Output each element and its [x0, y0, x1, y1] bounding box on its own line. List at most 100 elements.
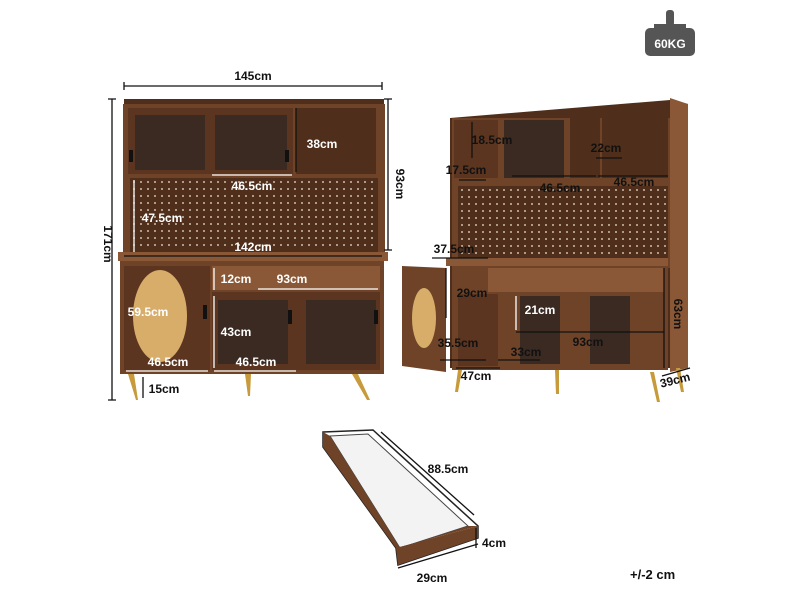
- pegboard-hole: [182, 181, 184, 183]
- pegboard-hole: [273, 181, 275, 183]
- side-open-shelf-gap: 22cm: [591, 141, 622, 155]
- pegboard-hole: [643, 231, 645, 233]
- pegboard-hole: [580, 245, 582, 247]
- pegboard-hole: [189, 181, 191, 183]
- pegboard-hole: [496, 189, 498, 191]
- pegboard-hole: [147, 195, 149, 197]
- pegboard-hole: [475, 196, 477, 198]
- pegboard-hole: [531, 238, 533, 240]
- pegboard-hole: [301, 181, 303, 183]
- pegboard-hole: [336, 216, 338, 218]
- pegboard-hole: [294, 237, 296, 239]
- pegboard-hole: [231, 188, 233, 190]
- pegboard-hole: [259, 244, 261, 246]
- pegboard-hole: [203, 188, 205, 190]
- pegboard-hole: [238, 244, 240, 246]
- pegboard-hole: [664, 224, 666, 226]
- pegboard-hole: [280, 223, 282, 225]
- pegboard-hole: [510, 238, 512, 240]
- pegboard-hole: [245, 216, 247, 218]
- pegboard-hole: [147, 188, 149, 190]
- pegboard-hole: [510, 217, 512, 219]
- pegboard-hole: [475, 210, 477, 212]
- pegboard-hole: [315, 230, 317, 232]
- pegboard-hole: [587, 203, 589, 205]
- pegboard-hole: [573, 203, 575, 205]
- pegboard-hole: [231, 230, 233, 232]
- pegboard-hole: [545, 217, 547, 219]
- pegboard-hole: [224, 244, 226, 246]
- pegboard-hole: [301, 216, 303, 218]
- pegboard-hole: [573, 231, 575, 233]
- pegboard-hole: [496, 224, 498, 226]
- pegboard-hole: [280, 230, 282, 232]
- pegboard-hole: [482, 245, 484, 247]
- pegboard-hole: [629, 231, 631, 233]
- pegboard-hole: [657, 217, 659, 219]
- pegboard-hole: [336, 195, 338, 197]
- pegboard-hole: [224, 195, 226, 197]
- pegboard-hole: [329, 188, 331, 190]
- pegboard-hole: [545, 196, 547, 198]
- pegboard-hole: [154, 230, 156, 232]
- pegboard-hole: [168, 188, 170, 190]
- pegboard-hole: [636, 189, 638, 191]
- front-side-door-height: 59.5cm: [128, 305, 169, 319]
- pegboard-hole: [608, 189, 610, 191]
- pegboard-hole: [489, 252, 491, 254]
- pegboard-hole: [601, 217, 603, 219]
- pegboard-hole: [475, 238, 477, 240]
- pegboard-hole: [329, 237, 331, 239]
- pegboard-hole: [210, 209, 212, 211]
- pegboard-hole: [594, 210, 596, 212]
- pegboard-hole: [559, 196, 561, 198]
- pegboard-hole: [650, 231, 652, 233]
- pegboard-hole: [336, 188, 338, 190]
- pegboard-hole: [161, 216, 163, 218]
- pegboard-hole: [364, 230, 366, 232]
- pegboard-hole: [294, 202, 296, 204]
- pegboard-hole: [482, 231, 484, 233]
- pegboard-hole: [245, 188, 247, 190]
- pegboard-hole: [496, 217, 498, 219]
- pegboard-hole: [301, 230, 303, 232]
- pegboard-hole: [545, 231, 547, 233]
- pegboard-hole: [140, 209, 142, 211]
- pegboard-hole: [259, 223, 261, 225]
- pegboard-hole: [503, 203, 505, 205]
- pegboard-hole: [580, 238, 582, 240]
- pegboard-hole: [503, 224, 505, 226]
- pegboard-hole: [552, 196, 554, 198]
- pegboard-hole: [196, 223, 198, 225]
- pegboard-hole: [280, 202, 282, 204]
- pegboard-hole: [517, 217, 519, 219]
- pegboard-hole: [280, 209, 282, 211]
- pegboard-hole: [154, 195, 156, 197]
- pegboard-hole: [559, 203, 561, 205]
- pegboard-hole: [287, 209, 289, 211]
- pegboard-hole: [468, 210, 470, 212]
- pegboard-hole: [175, 230, 177, 232]
- pegboard-hole: [601, 203, 603, 205]
- pegboard-hole: [580, 217, 582, 219]
- pegboard-hole: [315, 209, 317, 211]
- pegboard-hole: [517, 224, 519, 226]
- pegboard-hole: [161, 188, 163, 190]
- front-drawer-height: 12cm: [221, 272, 252, 286]
- pegboard-hole: [168, 244, 170, 246]
- side-door-shelf-depth: 35.5cm: [438, 336, 479, 350]
- pegboard-hole: [657, 231, 659, 233]
- pegboard-hole: [608, 245, 610, 247]
- pegboard-hole: [489, 224, 491, 226]
- pegboard-hole: [517, 231, 519, 233]
- pegboard-hole: [594, 217, 596, 219]
- pegboard-hole: [182, 209, 184, 211]
- pegboard-hole: [489, 210, 491, 212]
- pegboard-hole: [175, 223, 177, 225]
- pegboard-hole: [224, 230, 226, 232]
- pegboard-hole: [329, 209, 331, 211]
- pegboard-hole: [308, 244, 310, 246]
- pegboard-hole: [336, 230, 338, 232]
- pegboard-hole: [489, 203, 491, 205]
- pegboard-hole: [461, 238, 463, 240]
